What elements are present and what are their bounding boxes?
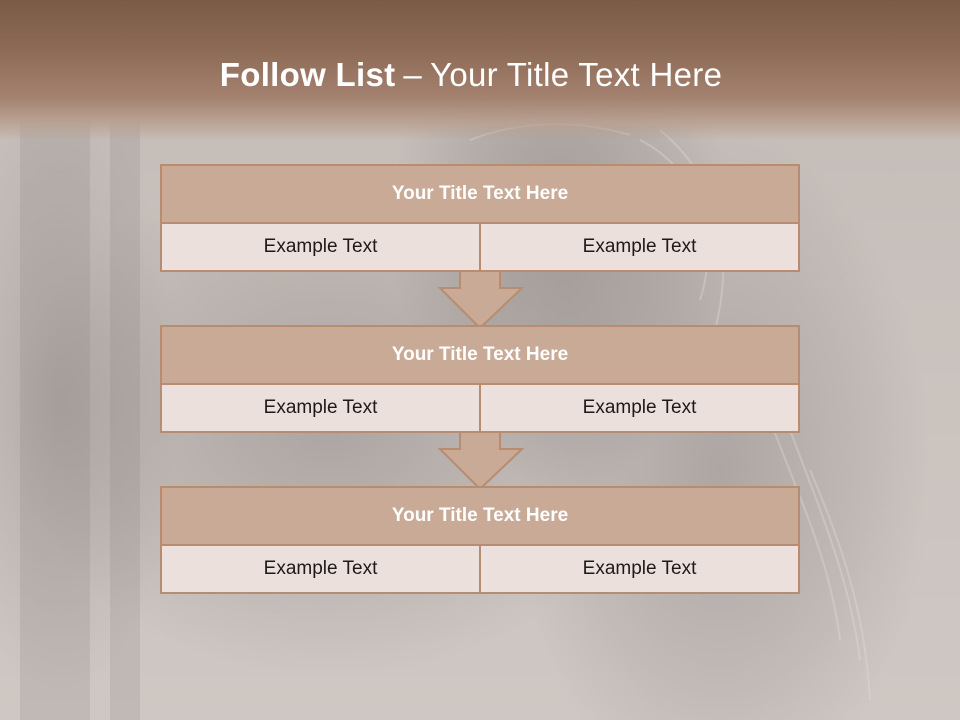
slide-title: Follow List–Your Title Text Here: [0, 56, 942, 94]
step-3-right-text: Example Text: [479, 546, 798, 592]
step-box-2: Your Title Text Here Example Text Exampl…: [160, 325, 800, 433]
slide-title-rest: Your Title Text Here: [430, 56, 723, 93]
slide-title-bold: Follow List: [219, 56, 396, 93]
down-arrow-icon: [438, 270, 524, 330]
step-title-1: Your Title Text Here: [162, 166, 798, 224]
step-row-2: Example Text Example Text: [162, 385, 798, 431]
down-arrow-icon: [438, 431, 524, 491]
step-3-left-text: Example Text: [263, 558, 378, 579]
step-title-2: Your Title Text Here: [162, 327, 798, 385]
step-row-3: Example Text Example Text: [162, 546, 798, 592]
title-banner: [0, 0, 960, 140]
step-2-left-text: Example Text: [263, 397, 378, 418]
slide-title-separator: –: [403, 56, 423, 93]
step-2-right-text: Example Text: [479, 385, 798, 431]
step-title-3: Your Title Text Here: [162, 488, 798, 546]
step-box-3: Your Title Text Here Example Text Exampl…: [160, 486, 800, 594]
step-box-1: Your Title Text Here Example Text Exampl…: [160, 164, 800, 272]
step-1-right-text: Example Text: [479, 224, 798, 270]
step-row-1: Example Text Example Text: [162, 224, 798, 270]
step-1-left-text: Example Text: [263, 236, 378, 257]
